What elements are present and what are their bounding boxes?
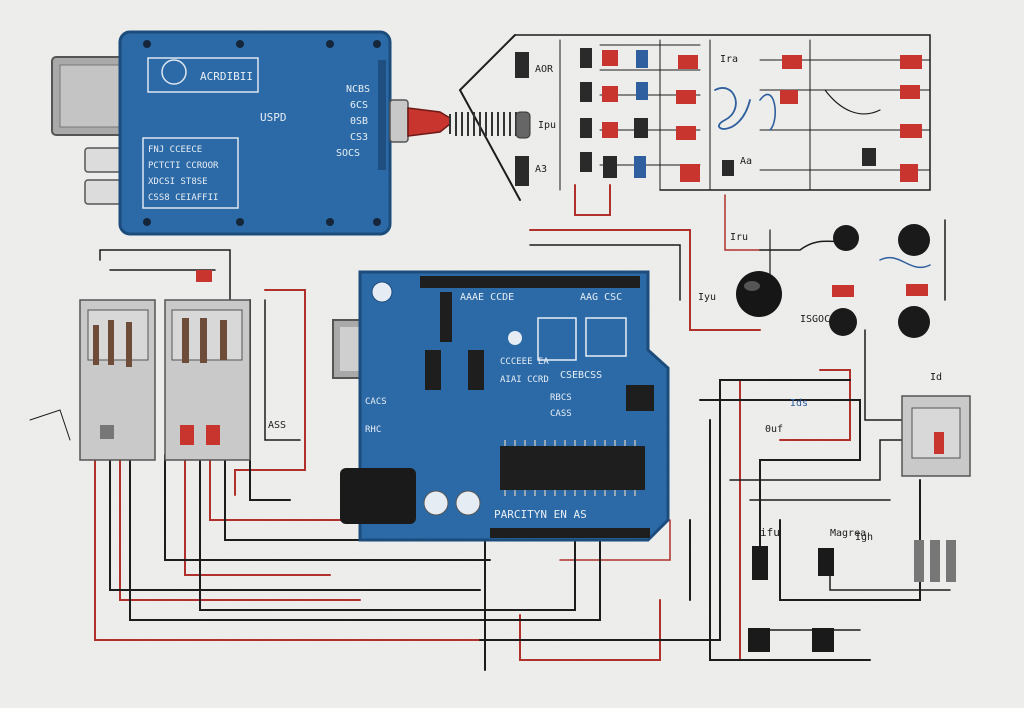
main-footer-text: PARCITYN EN AS [494,508,587,521]
transistor-icon [515,156,529,186]
pin-label: 6CS [350,100,368,111]
pin-label: NCBS [346,84,370,95]
main-mid-label: AIAI CCRD [500,375,549,385]
spring-coil [449,112,517,136]
led-icon [180,425,194,445]
annotation: ISGOC [800,314,830,325]
schematic-label: Aa [740,156,752,167]
schematic-components: AOR A3 Ira Aa [515,48,922,186]
cable-annotation: Ipu [538,120,556,131]
info-line: CSS8 CEIAFFII [148,193,218,203]
annotation: Iru [730,232,748,243]
main-header-text: AAAE CCDE [460,292,514,303]
led-icon [206,425,220,445]
top-board: ACRDIBII USPD NCBS 6CS 0SB CS3 SOCS FNJ … [51,30,392,236]
schematic-label: AOR [535,64,554,75]
top-board-info-frame [142,137,239,209]
main-side-label: CACS [365,397,387,407]
main-side-label: RHC [365,425,381,435]
annotation: Magrea [830,528,866,539]
annotation: Igh [855,532,873,543]
ic-chip-icon [468,350,484,390]
transistor-icon [515,52,529,78]
chip-icon [626,385,654,411]
switch-icon [748,628,770,652]
power-jack [340,468,416,524]
capacitor-icon [423,490,449,516]
annotation: Iyu [698,292,716,303]
annotation: ifu [760,526,780,539]
annotation: ASS [268,420,286,431]
info-line: FNJ CCEECE [148,145,202,155]
switch-icon [752,546,768,580]
relay-modules: ASS [79,270,286,461]
pin-label: 0SB [350,116,368,127]
main-mid-label: CCCEEE EA [500,357,549,367]
switch-icon [812,628,834,652]
main-mid-label: RBCS [550,393,572,403]
main-mid-label: CASS [550,409,572,419]
button-knob-icon [829,308,857,336]
capacitor-icon [455,490,481,516]
push-button-icon [736,271,782,317]
annotation: Ids [790,398,808,409]
button-knob-icon [898,306,930,338]
right-components: ifu Magrea 0uf Ids Igh Id [748,372,971,652]
top-board-label: USPD [260,111,287,124]
annotation: Id [930,372,942,383]
schematic-label: Ira [720,54,738,65]
ic-chip-icon [425,350,441,390]
button-knob-icon [833,225,859,251]
logo-icon [161,59,187,85]
button-knob-icon [898,224,930,256]
schematic-label: A3 [535,164,547,175]
usb-cable: Ipu [389,99,556,143]
top-board-logo-frame [147,57,259,93]
microcontroller-chip-icon [500,446,645,490]
info-line: XDCSI ST8SE [148,177,208,187]
main-board: AAAE CCDE AAG CSC CSEBCSS CCCEEE EA AIAI… [332,270,670,542]
annotation: 0uf [765,424,783,435]
top-board-logo-text: ACRDIBII [200,70,253,83]
pin-header [378,60,386,170]
pin-header-bottom [490,528,650,538]
info-line: PCTCTI CCROOR [148,161,219,171]
pin-header-top [420,276,640,288]
main-chip-label: CSEBCSS [560,370,602,381]
main-header-text-right: AAG CSC [580,292,622,303]
button-cluster: Iru Iyu ISGOC [698,224,930,338]
switch-icon [818,548,834,576]
wires [29,34,951,671]
pin-label: CS3 [350,132,368,143]
pin-label: SOCS [336,148,360,159]
